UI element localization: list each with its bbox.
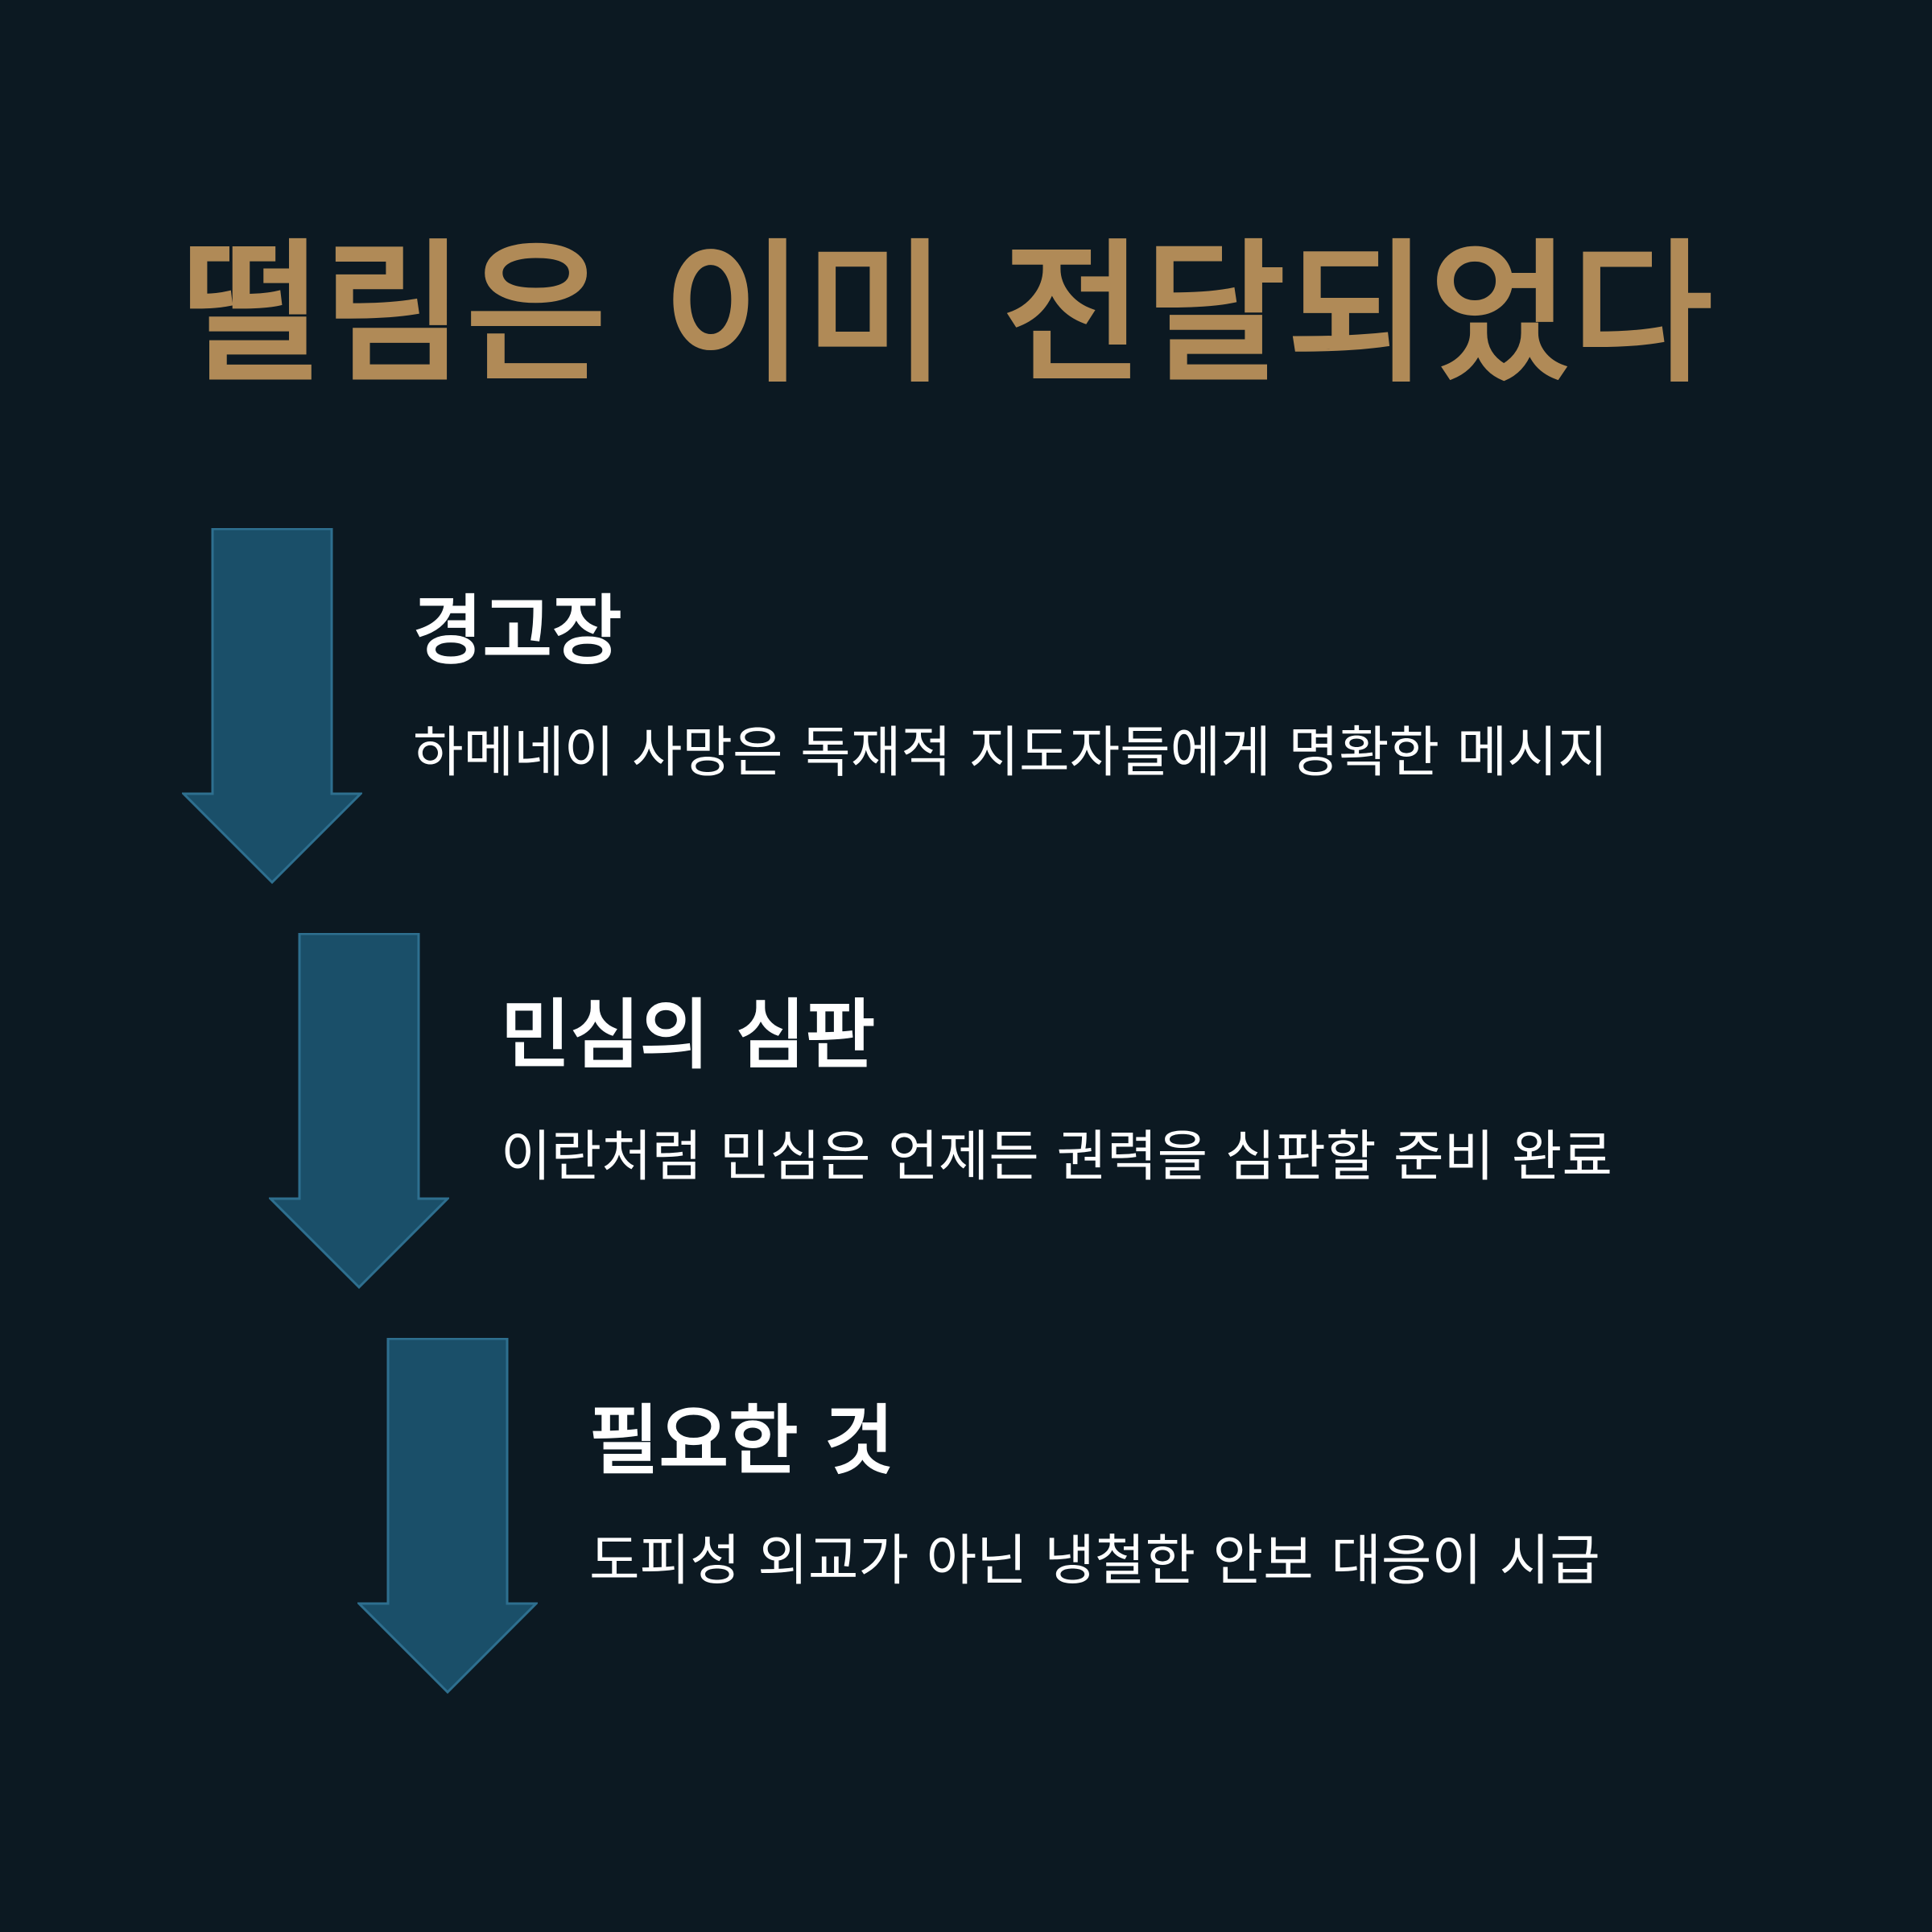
step-heading: 민심의 심판 bbox=[501, 992, 876, 1080]
down-arrow-icon bbox=[182, 528, 362, 887]
down-arrow-icon bbox=[269, 933, 449, 1292]
down-arrow-icon bbox=[357, 1338, 538, 1697]
step-description: 하메네이 사망은 독재적 지도자들에게 명확한 메시지 bbox=[413, 721, 1608, 785]
step-description: 이란처럼 민심은 언제든 권력을 심판할 준비 완료 bbox=[501, 1125, 1612, 1189]
step-description: 도피성 외교가 아닌 냉철한 안보 대응이 시급 bbox=[589, 1530, 1600, 1593]
slide-title: 떨림은 이미 전달되었다 bbox=[181, 225, 1715, 403]
step-heading: 경고장 bbox=[413, 588, 622, 675]
step-heading: 필요한 것 bbox=[589, 1397, 894, 1485]
